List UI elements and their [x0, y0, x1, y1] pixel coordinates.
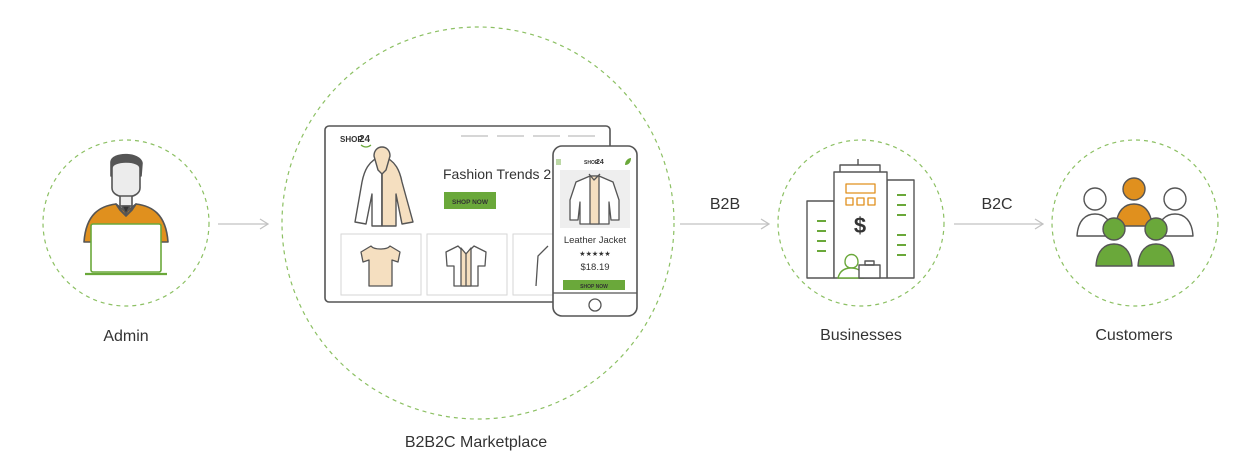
- marketplace-dashed-circle: [281, 26, 675, 420]
- mobile-brand-number: 24: [596, 159, 604, 166]
- edge-marketplace-to-businesses: B2B: [680, 196, 769, 224]
- node-admin: Admin: [42, 139, 210, 345]
- edge-label-b2c: B2C: [981, 196, 1012, 213]
- mobile-product-name: Leather Jacket: [564, 235, 627, 246]
- tshirt-icon: [360, 245, 401, 287]
- edge-label-b2b: B2B: [710, 196, 740, 213]
- admin-dashed-circle: [42, 139, 210, 307]
- mobile-mockup: SHOP 24 Leather Jacket ★★★★★ $18.19 SHOP…: [552, 145, 638, 317]
- desktop-brand-prefix: SHOP: [340, 135, 363, 144]
- hoodie-icon: [354, 146, 414, 227]
- shirt-icon: [445, 245, 487, 287]
- brand-smile-icon: [360, 144, 372, 148]
- customers-dashed-circle: [1051, 139, 1219, 307]
- edge-businesses-to-customers: B2C: [954, 196, 1043, 224]
- mobile-product-price: $18.19: [580, 262, 609, 273]
- customers-label: Customers: [1095, 327, 1172, 344]
- leather-jacket-icon: [569, 173, 620, 225]
- phone-home-button: [588, 298, 602, 312]
- desktop-shop-now-label: SHOP NOW: [452, 199, 489, 206]
- marketplace-label: B2B2C Marketplace: [405, 434, 547, 451]
- mobile-shop-now-label: SHOP NOW: [580, 284, 608, 290]
- mobile-brand-prefix: SHOP: [584, 160, 599, 166]
- desktop-shop-now-button[interactable]: SHOP NOW: [444, 192, 496, 209]
- businesses-label: Businesses: [820, 327, 902, 344]
- node-customers: Customers: [1051, 139, 1219, 344]
- desktop-brand-number: 24: [359, 134, 371, 145]
- mobile-shop-now-button[interactable]: SHOP NOW: [563, 280, 625, 290]
- admin-label: Admin: [103, 328, 148, 345]
- node-businesses: $ Businesses: [777, 139, 945, 344]
- dollar-sign: $: [854, 213, 866, 238]
- hamburger-menu-icon: [556, 159, 561, 165]
- mobile-product-rating: ★★★★★: [579, 250, 610, 258]
- businesses-dashed-circle: [777, 139, 945, 307]
- jacket-partial-icon: [535, 245, 549, 287]
- node-marketplace: SHOP 24 Fashion Trends 2 SHOP NOW: [281, 26, 675, 451]
- person-laptop-icon: [83, 153, 169, 276]
- leaf-icon: [625, 158, 631, 165]
- office-building-icon: $: [806, 159, 915, 279]
- desktop-headline: Fashion Trends 2: [443, 166, 551, 182]
- people-group-icon: [1076, 177, 1194, 267]
- desktop-mockup: SHOP 24 Fashion Trends 2 SHOP NOW: [324, 125, 611, 303]
